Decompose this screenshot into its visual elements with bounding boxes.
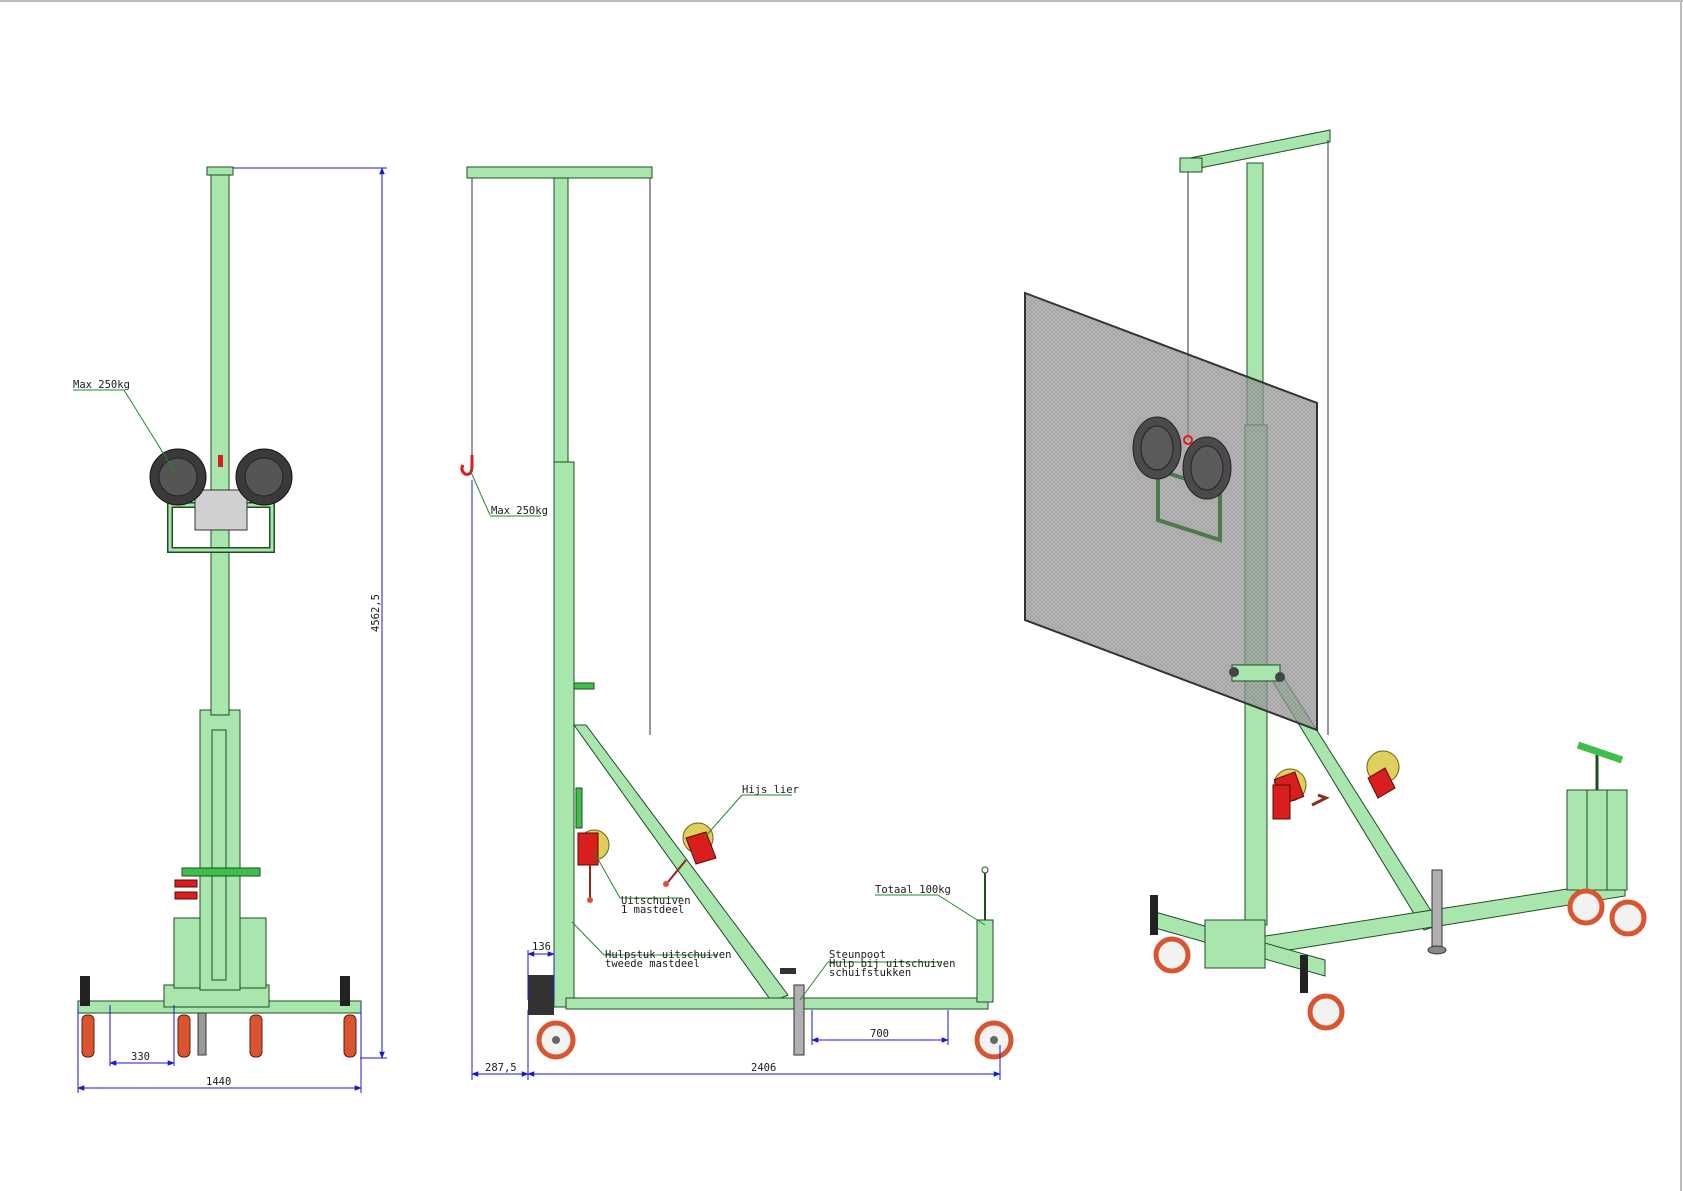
glass-panel-icon (1024, 291, 1318, 732)
side-leader-max (469, 469, 491, 516)
castor-wheel-icon (528, 975, 1014, 1060)
side-support-leg (793, 984, 805, 1056)
side-support-crank (780, 968, 796, 974)
castor-wheel-icon (80, 976, 357, 1058)
side-extend-label-2: 1 mastdeel (621, 904, 684, 916)
front-leader-diag (123, 389, 176, 473)
front-view: Max 250kg 4562,5 330 1440 (73, 166, 387, 1093)
side-leader-aid (571, 921, 605, 956)
side-aid-label-2: tweede mastdeel (605, 958, 700, 970)
iso-support-foot (1427, 945, 1447, 955)
side-rear-post-top (981, 866, 989, 874)
front-winch-handle (174, 879, 198, 888)
side-dim-700-text: 700 (870, 1028, 889, 1040)
side-aid-label-1: Hulpstuk uitschuiven (605, 949, 731, 961)
iso-clamp-knob-l (1229, 667, 1239, 677)
iso-counterweight (1566, 789, 1628, 891)
suction-cup-icon (1132, 416, 1232, 500)
side-dim-136-text: 136 (532, 941, 551, 953)
side-dim-287-text: 287,5 (485, 1062, 517, 1074)
side-max-load-label: Max 250kg (491, 505, 548, 517)
front-hook (218, 455, 223, 467)
front-mast-inner (211, 729, 227, 981)
winch-icon (577, 822, 717, 903)
side-leader-support (799, 961, 829, 1001)
front-suction-box (194, 489, 248, 531)
front-max-load-label: Max 250kg (73, 379, 130, 391)
front-upper-mast (210, 169, 230, 716)
side-winch-label: Hijs lier (742, 784, 799, 796)
front-dim-height-text: 4562,5 (370, 594, 382, 632)
castor-wheel-icon (1150, 888, 1647, 1031)
iso-mast-clamp (1231, 664, 1281, 682)
side-extend-label-1: Uitschuiven (621, 895, 691, 907)
side-rear-post (976, 919, 994, 1003)
side-leader-total (937, 894, 986, 926)
winch-icon (1272, 750, 1400, 820)
front-winch-handle-2 (174, 891, 198, 900)
iso-view (1024, 129, 1647, 1031)
side-dim-2406-text: 2406 (751, 1062, 776, 1074)
side-diagonal-strut (573, 724, 789, 1003)
hook-icon (460, 455, 474, 476)
front-mast-top (206, 166, 234, 176)
side-lower-mast (553, 461, 575, 1008)
iso-support-leg (1431, 869, 1443, 951)
side-top-beam (466, 166, 653, 179)
front-dim-1440-text: 1440 (206, 1076, 231, 1088)
side-support-label-3: schuifstukken (829, 967, 911, 979)
side-view: Max 250kg Hijs lier Uitschuiven 1 mastde… (460, 166, 1014, 1080)
iso-hook (1183, 435, 1193, 445)
side-leader-extend (593, 851, 621, 899)
side-handle (573, 682, 595, 690)
side-support-label-1: Steunpoot (829, 949, 886, 961)
side-upper-mast (553, 177, 569, 469)
suction-cup-icon (149, 448, 293, 506)
iso-top-clamp (1179, 157, 1203, 173)
front-counterweight-left (173, 917, 201, 989)
side-base-beam (565, 997, 989, 1010)
side-handle-bar (575, 787, 583, 829)
front-counterweight-right (239, 917, 267, 989)
iso-handle-grip (1576, 741, 1624, 764)
front-dim-330-text: 330 (131, 1051, 150, 1063)
side-support-label-2: Hulp bij uitschuiven (829, 958, 955, 970)
side-total-label: Totaal 100kg (875, 884, 951, 896)
iso-base-block (1204, 919, 1266, 969)
iso-clamp-knob-r (1275, 672, 1285, 682)
side-leader-winch (703, 794, 743, 839)
front-handle-green (181, 867, 261, 877)
